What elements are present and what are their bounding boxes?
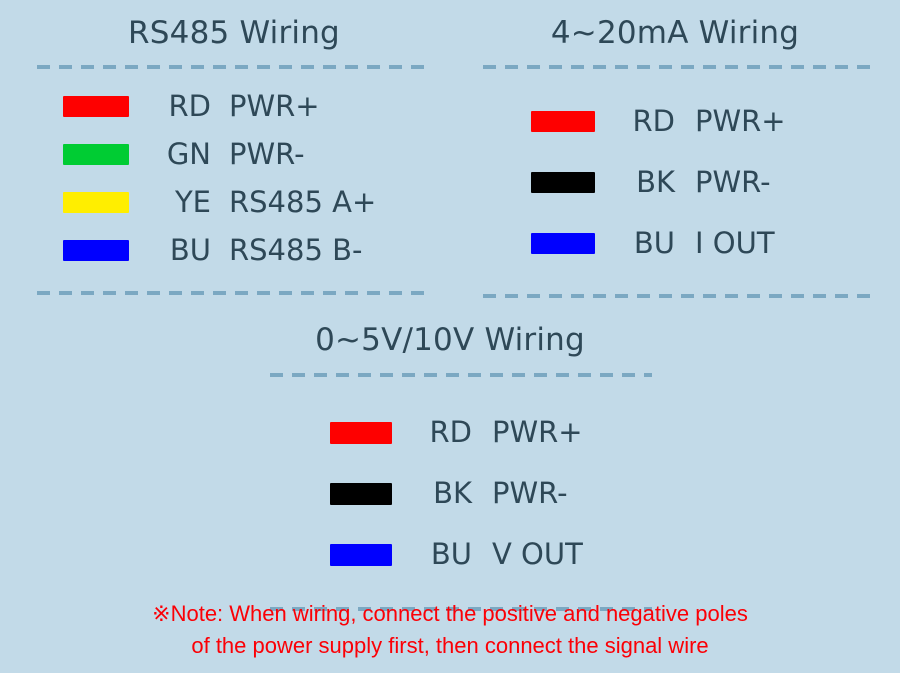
panel-0-5v-10v-title: 0~5V/10V Wiring [315, 322, 585, 358]
panel-4-20ma-rows: RD PWR+ BK PWR- BU I OUT [450, 91, 900, 274]
swatch-yellow [63, 191, 129, 213]
wire-function-label: I OUT [695, 226, 775, 260]
wire-color-code: GN [166, 136, 211, 171]
panel-4-20ma-title: 4~20mA Wiring [550, 15, 800, 51]
wire-function-label: PWR- [492, 476, 568, 510]
wire-function-label: RS485 A+ [229, 184, 377, 219]
swatch-black [330, 482, 392, 505]
wire-color-code: BU [430, 537, 472, 571]
panel-0-5v-10v-divider-top [270, 373, 652, 377]
warning-note-line-1: ※Note: When wiring, connect the positive… [152, 601, 748, 626]
panel-4-20ma-divider-bottom [483, 294, 875, 298]
swatch-black [531, 172, 595, 193]
table-row: RD PWR+ [330, 402, 712, 463]
table-row: BK PWR- [531, 152, 900, 213]
swatch-blue [330, 543, 392, 566]
panel-rs485-divider-bottom [37, 291, 433, 295]
panel-0-5v-10v: 0~5V/10V Wiring RD PWR+ BK PWR- BU V OUT [188, 325, 712, 611]
panel-4-20ma: 4~20mA Wiring RD PWR+ BK PWR- BU I OUT [450, 18, 900, 298]
swatch-red [63, 95, 129, 117]
panel-rs485-title: RS485 Wiring [128, 15, 340, 51]
wire-color-code: RD [429, 415, 472, 449]
wire-color-code: BU [633, 226, 675, 260]
swatch-blue [63, 239, 129, 261]
warning-note-line-2: of the power supply first, then connect … [191, 633, 709, 658]
wire-function-label: V OUT [492, 537, 583, 571]
table-row: YE RS485 A+ [63, 178, 468, 226]
table-row: RD PWR+ [63, 82, 468, 130]
swatch-red [531, 111, 595, 132]
wire-function-label: PWR+ [492, 415, 583, 449]
panel-rs485-rows: RD PWR+ GN PWR- YE RS485 A+ BU RS485 B- [0, 82, 468, 274]
panel-rs485-divider-top [37, 65, 433, 69]
swatch-green [63, 143, 129, 165]
wire-color-code: BK [636, 165, 675, 199]
wire-function-label: PWR- [695, 165, 771, 199]
wire-function-label: PWR+ [229, 88, 320, 123]
panel-rs485: RS485 Wiring RD PWR+ GN PWR- YE RS485 A+… [0, 18, 468, 295]
table-row: GN PWR- [63, 130, 468, 178]
panel-0-5v-10v-divider-bottom [270, 607, 652, 611]
table-row: BU V OUT [330, 524, 712, 585]
wire-color-code: RD [168, 88, 211, 123]
warning-note: ※Note: When wiring, connect the positive… [0, 598, 900, 662]
swatch-red [330, 421, 392, 444]
swatch-blue [531, 233, 595, 254]
wire-function-label: PWR- [229, 136, 305, 171]
table-row: BU RS485 B- [63, 226, 468, 274]
panel-4-20ma-divider-top [483, 65, 875, 69]
wire-color-code: YE [174, 184, 211, 219]
table-row: BK PWR- [330, 463, 712, 524]
table-row: BU I OUT [531, 213, 900, 274]
wire-color-code: BK [433, 476, 472, 510]
panel-0-5v-10v-rows: RD PWR+ BK PWR- BU V OUT [188, 402, 712, 585]
table-row: RD PWR+ [531, 91, 900, 152]
wire-color-code: RD [632, 104, 675, 138]
wire-function-label: PWR+ [695, 104, 786, 138]
wire-function-label: RS485 B- [229, 232, 363, 267]
wire-color-code: BU [169, 232, 211, 267]
